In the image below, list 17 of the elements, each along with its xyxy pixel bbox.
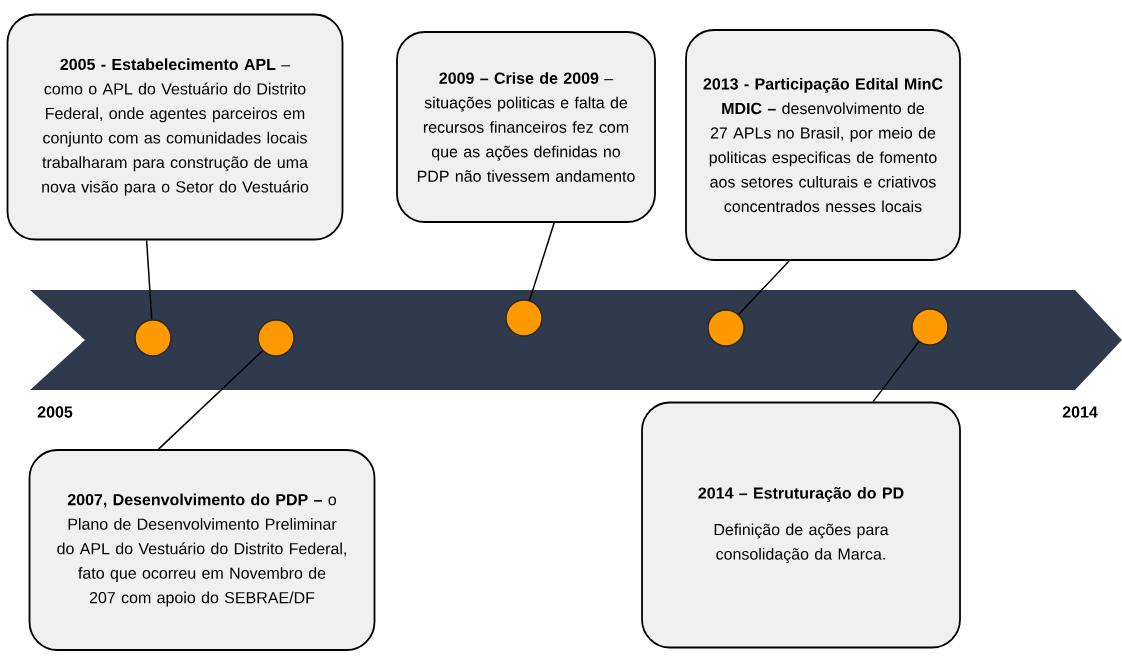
milestone-dot — [707, 309, 745, 347]
leader-line — [145, 239, 153, 321]
milestone-dot — [505, 299, 543, 337]
event-box: 2014 – Estruturação do PD Definição de ações para consolidação da Marca. — [641, 401, 961, 649]
leader-line — [738, 260, 790, 316]
leader-line — [157, 350, 264, 450]
event-box: 2007, Desenvolvimento do PDP – o Plano de Desenvolvimento Preliminar do APL do Vestuário do Distrito Federal, fato que ocorreu em Novembro de 207 com apoio do SEBRAE/DF — [28, 449, 376, 651]
year-label: 2014 — [1062, 406, 1098, 418]
milestone-dot — [911, 308, 949, 346]
event-box: 2005 - Estabelecimento APL – como o APL do Vestuário do Distrito Federal, onde agentes parceiros em conjunto com as comunidades locais trabalharam para construção de uma nova visão para o Setor do Vestuário — [6, 13, 344, 241]
event-box: 2009 – Crise de 2009 – situações politicas e falta de recursos financeiros fez com que as ações definidas no PDP não tivessem andamento — [396, 31, 656, 223]
year-label: 2005 — [37, 406, 73, 418]
leader-line — [528, 222, 555, 301]
leader-line — [872, 341, 920, 403]
milestone-dot — [134, 319, 172, 357]
event-box: 2013 - Participação Edital MinC MDIC – desenvolvimento de 27 APLs no Brasil, por meio de politicas especificas de fomento aos setores culturais e criativos concentrados nesses locais — [685, 29, 961, 261]
milestone-dot — [257, 319, 295, 357]
